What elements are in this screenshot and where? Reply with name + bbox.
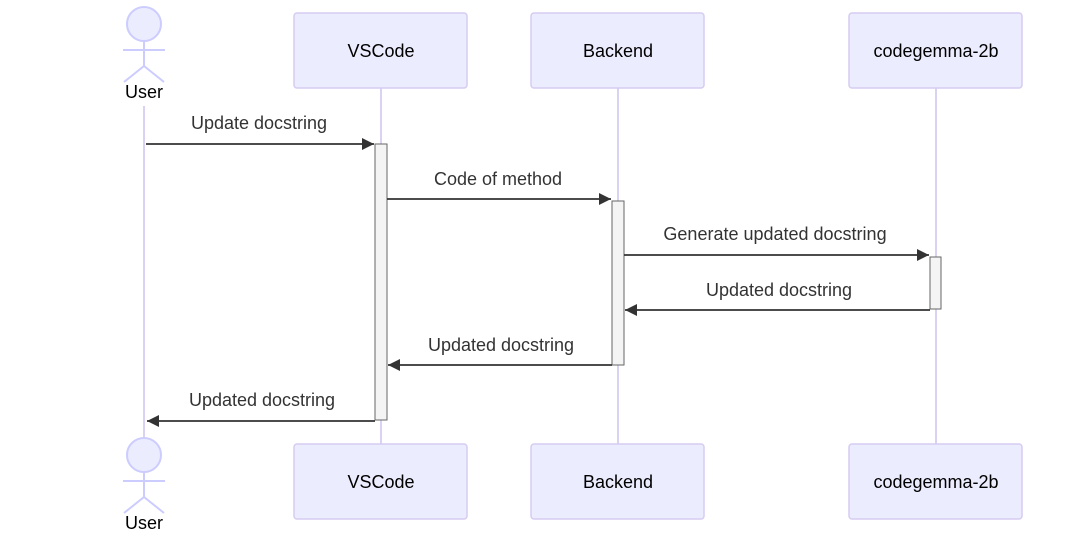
participant-backend-bottom: Backend bbox=[530, 443, 705, 520]
message-label: Update docstring bbox=[191, 113, 327, 133]
participant-vscode-top: VSCode bbox=[293, 12, 468, 89]
participant-backend-label-top: Backend bbox=[583, 41, 653, 61]
participant-model-top: codegemma-2b bbox=[848, 12, 1023, 89]
activation-model bbox=[929, 256, 942, 310]
participant-backend-top: Backend bbox=[530, 12, 705, 89]
activation-backend bbox=[611, 200, 625, 366]
actor-user-label-top: User bbox=[125, 82, 163, 102]
message-label: Code of method bbox=[434, 169, 562, 189]
person-icon bbox=[123, 437, 165, 514]
participant-model-bottom: codegemma-2b bbox=[848, 443, 1023, 520]
participant-model-label-top: codegemma-2b bbox=[873, 41, 998, 61]
actor-user-bottom: User bbox=[123, 437, 165, 533]
participant-backend-label-bottom: Backend bbox=[583, 472, 653, 492]
message-label: Updated docstring bbox=[428, 335, 574, 355]
participant-vscode-label-bottom: VSCode bbox=[347, 472, 414, 492]
activation-vscode bbox=[374, 143, 388, 421]
message-1: Update docstring bbox=[146, 113, 374, 150]
message-2: Code of method bbox=[387, 169, 611, 205]
message-3: Generate updated docstring bbox=[624, 224, 929, 261]
message-5: Updated docstring bbox=[388, 335, 612, 371]
message-label: Updated docstring bbox=[706, 280, 852, 300]
actor-user-top: User bbox=[123, 6, 165, 102]
message-4: Updated docstring bbox=[625, 280, 930, 316]
message-6: Updated docstring bbox=[147, 390, 375, 427]
message-label: Generate updated docstring bbox=[663, 224, 886, 244]
message-label: Updated docstring bbox=[189, 390, 335, 410]
participant-model-label-bottom: codegemma-2b bbox=[873, 472, 998, 492]
actor-user-label-bottom: User bbox=[125, 513, 163, 533]
participant-vscode-bottom: VSCode bbox=[293, 443, 468, 520]
person-icon bbox=[123, 6, 165, 83]
participant-vscode-label-top: VSCode bbox=[347, 41, 414, 61]
